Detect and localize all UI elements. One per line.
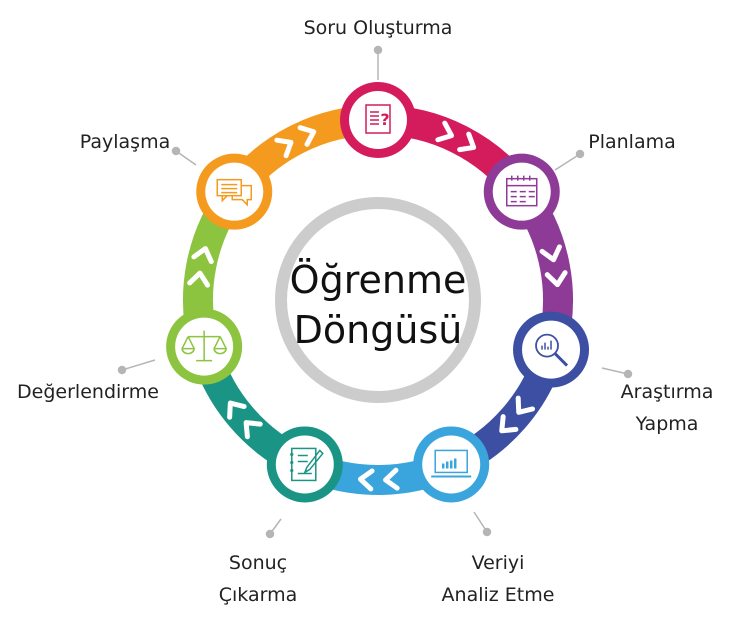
chevron-arrow-icon [544,270,568,288]
notepad-pencil-icon [290,447,324,482]
chevron-arrow-icon [357,468,375,492]
label-planlama: Planlama [588,126,676,158]
step-node [266,426,343,503]
label-line: Soru Oluşturma [303,17,453,39]
step-node [483,153,560,230]
chevron-arrow-icon [274,137,294,159]
label-line: Araştırma [620,381,714,403]
label-paylasma: Paylaşma [80,126,170,158]
chevron-arrow-icon [383,467,400,491]
label-line: Yapma [635,413,699,435]
title-line-2: Döngüsü [293,308,463,352]
scales-icon [181,330,227,362]
question-document-icon: ? [365,104,391,134]
speech-bubbles-icon [216,178,252,207]
chevron-arrow-icon [435,120,455,143]
label-line: Paylaşma [79,131,171,153]
chevron-arrow-icon [457,131,477,153]
inner-ring [275,197,481,403]
leader-lines [117,45,633,539]
label-soru-olusturma: Soru Oluşturma [304,12,453,44]
step-node [513,311,590,388]
chevron-arrow-icon [539,244,562,263]
label-degerlendirme: Değerlendirme [17,376,159,408]
chevron-arrow-icon [187,270,211,288]
chevron-arrow-icon [499,414,519,434]
label-line: Veriyi [471,552,525,574]
step-node: ? [340,82,416,158]
svg-text:?: ? [380,110,389,129]
magnifier-chart-icon [535,333,569,367]
label-line: Değerlendirme [17,381,159,403]
label-line: Sonuç [228,552,288,574]
chevron-arrow-icon [227,400,247,420]
step-node [413,426,490,503]
chevron-arrow-icon [243,420,263,440]
label-line: Analiz Etme [441,584,555,606]
chevron-arrow-icon [297,125,317,147]
label-line: Planlama [588,131,676,153]
label-line: Çıkarma [218,584,298,606]
step-node [166,308,243,385]
title-line-1: Öğrenme [289,258,467,302]
diagram-title: Öğrenme Döngüsü [290,255,467,355]
step-node [196,153,273,230]
calendar-icon [506,175,538,207]
chevron-arrow-icon [191,246,214,265]
chevron-arrow-icon [515,395,536,415]
laptop-chart-icon [431,449,472,478]
